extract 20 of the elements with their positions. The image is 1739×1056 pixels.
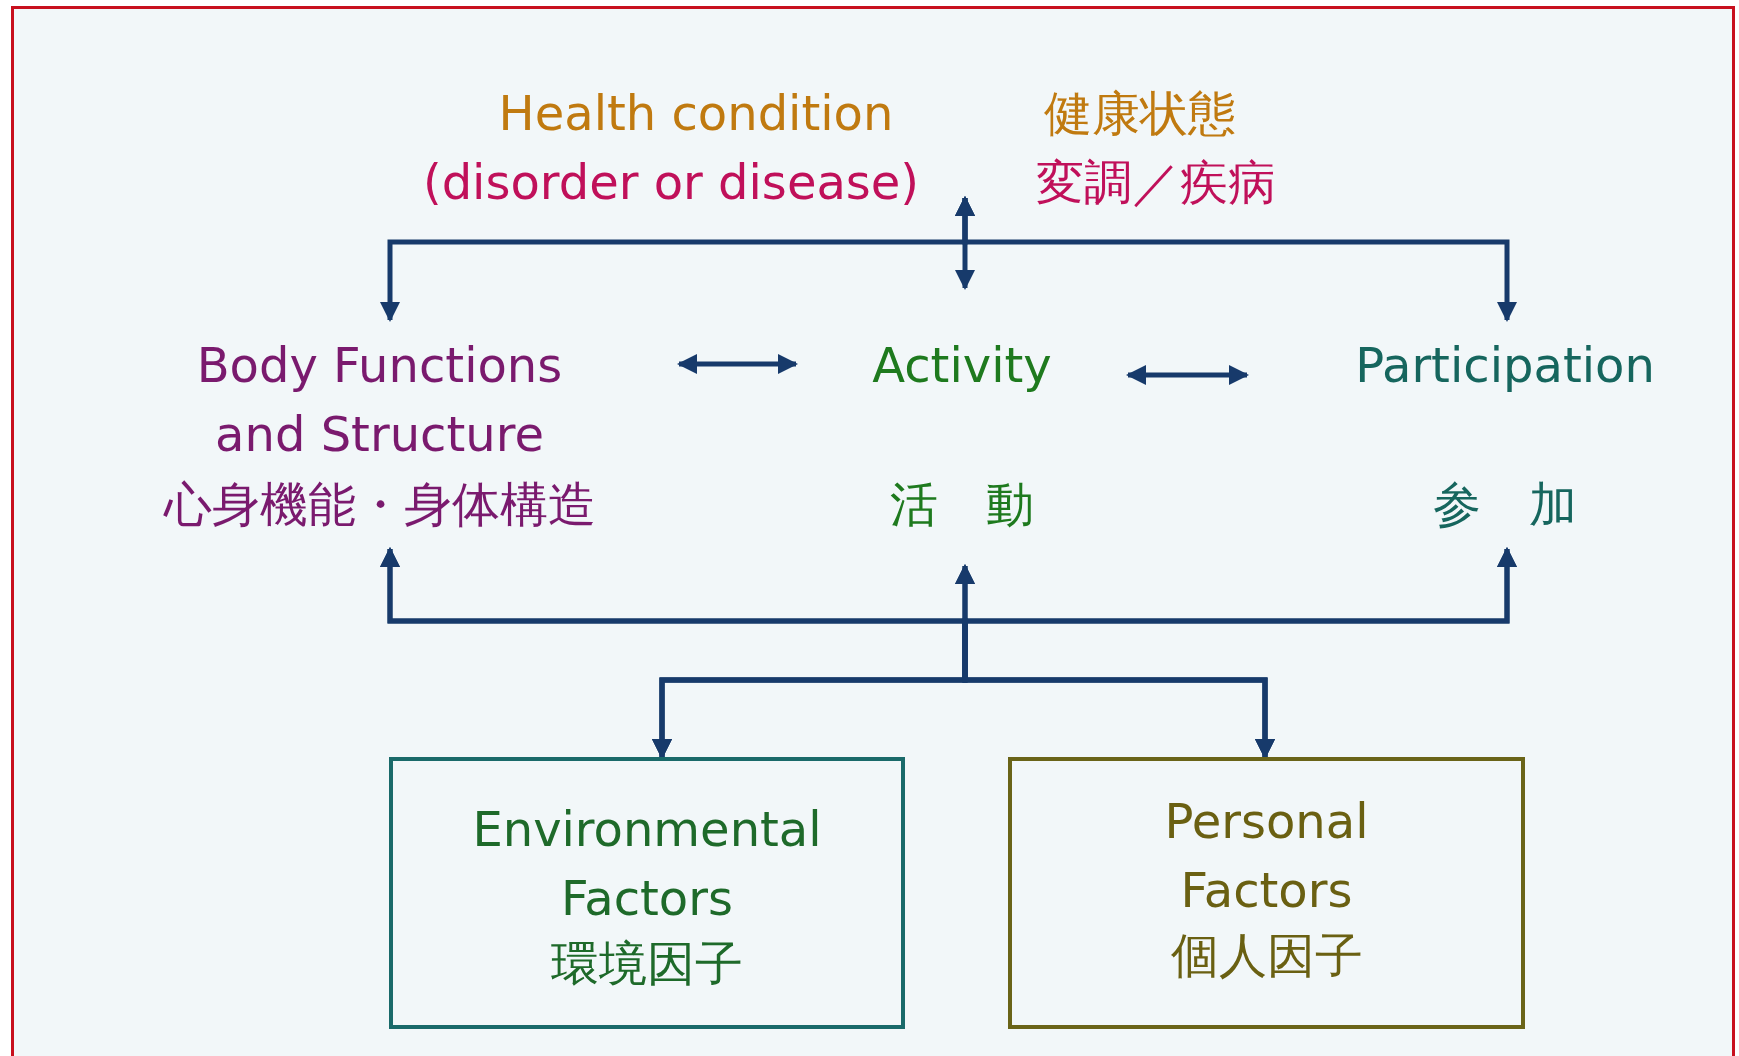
condition-text: 変調／疾病 bbox=[1036, 153, 1276, 212]
factor-label: 環境因子 bbox=[550, 934, 744, 993]
factor-box bbox=[1008, 757, 1525, 1029]
component-text: Body Functions and Structure bbox=[195, 336, 564, 464]
component-text: 活 動 bbox=[889, 475, 1035, 534]
factor-label: Personal Factors bbox=[1163, 792, 1370, 920]
arrow bbox=[1126, 365, 1249, 385]
condition-text: Health condition bbox=[498, 84, 894, 143]
arrow bbox=[955, 196, 1517, 322]
component-text: Activity bbox=[871, 336, 1053, 395]
condition-text: (disorder or disease) bbox=[422, 153, 920, 212]
factor-label: Environmental Factors bbox=[471, 800, 823, 928]
component-text: Participation bbox=[1354, 336, 1656, 395]
condition-text: 健康状態 bbox=[1044, 84, 1236, 143]
factor-label: 個人因子 bbox=[1169, 926, 1364, 985]
arrow bbox=[677, 354, 798, 374]
arrow bbox=[962, 547, 1517, 759]
component-text: 参 加 bbox=[1432, 475, 1578, 534]
component-text: 心身機能・身体構造 bbox=[162, 475, 597, 534]
factor-box bbox=[389, 757, 905, 1029]
